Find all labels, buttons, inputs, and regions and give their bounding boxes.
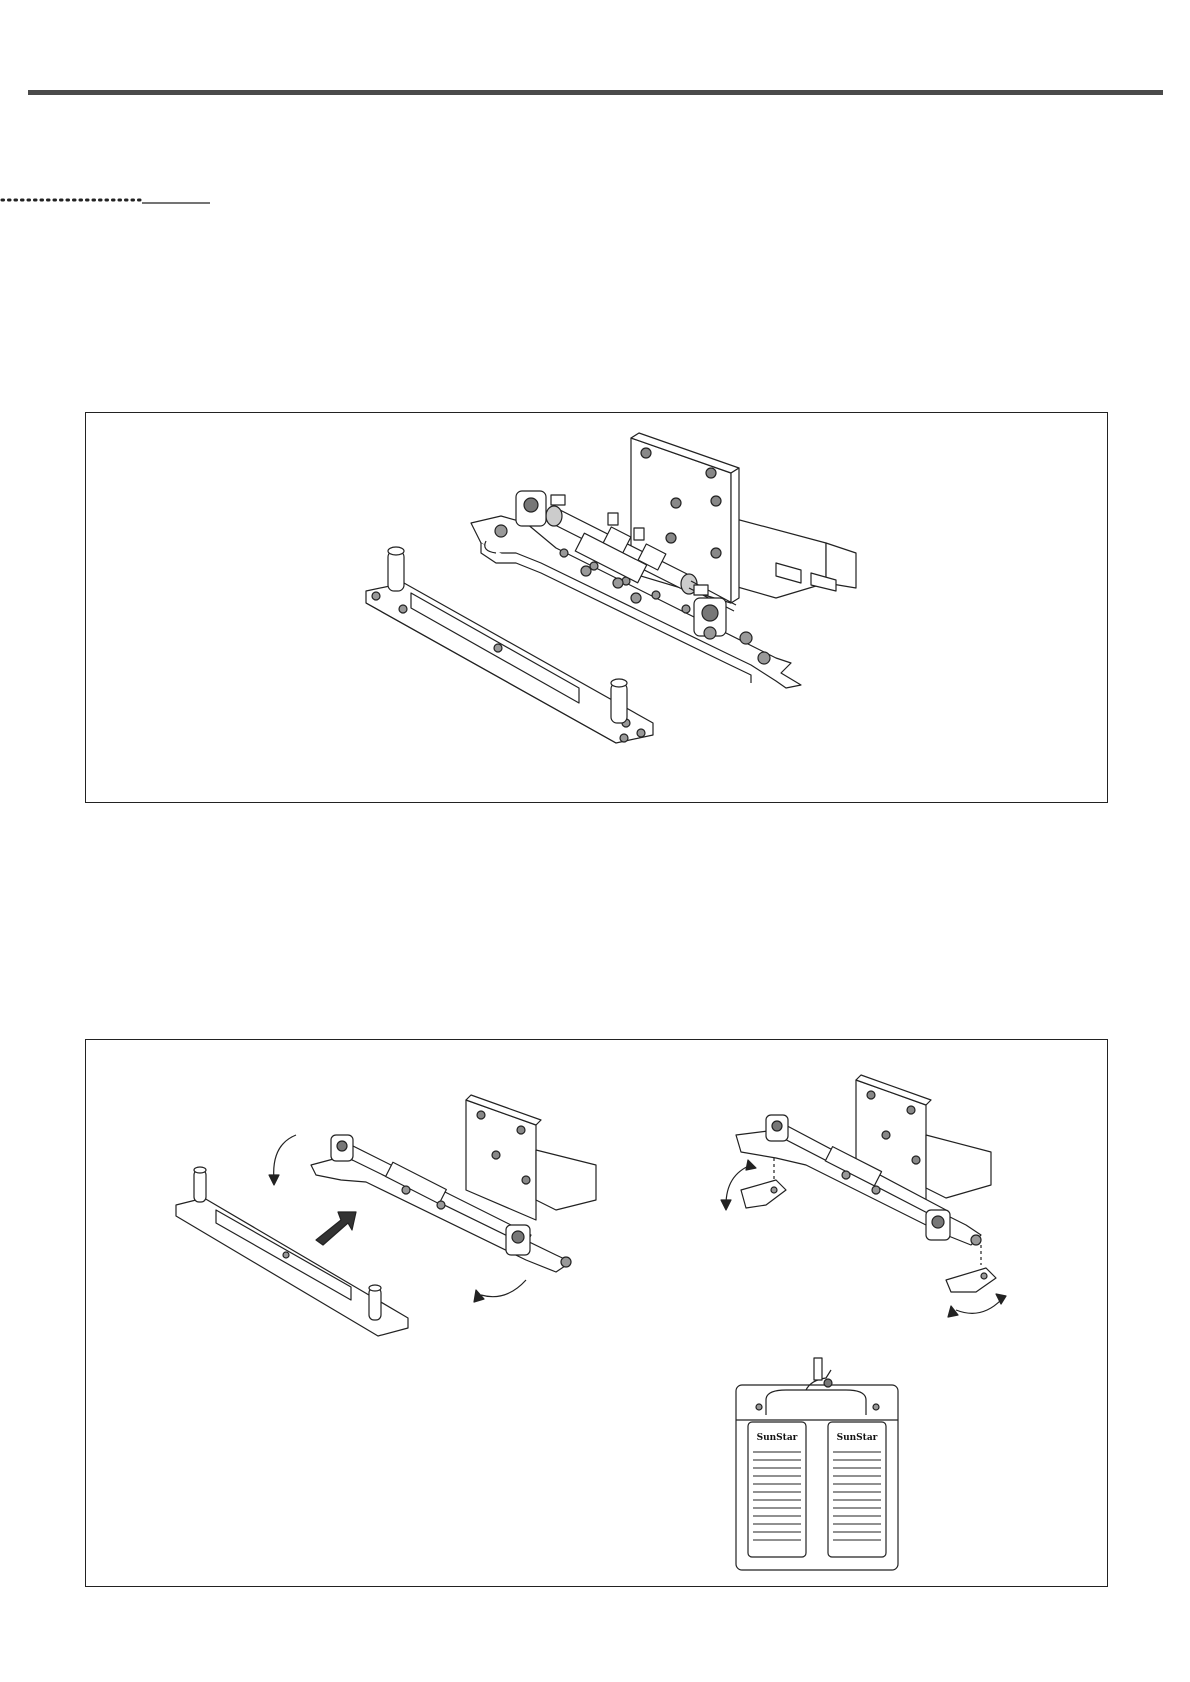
figure-1-frame — [85, 412, 1108, 803]
foot-pedal: SunStar SunStar — [736, 1358, 898, 1570]
figure-2-drawing: SunStar SunStar — [86, 1040, 1109, 1588]
rotate-arrow-icon — [721, 1200, 731, 1210]
header-rule — [28, 90, 1163, 95]
figure-2-frame: SunStar SunStar — [85, 1039, 1108, 1587]
pedal-left-brand-label: SunStar — [757, 1433, 798, 1443]
rotate-arrow-icon — [948, 1306, 958, 1317]
clamp-jaw-detail — [721, 1075, 1006, 1317]
figure-1-drawing — [86, 413, 1109, 804]
rotate-arrow-icon — [269, 1175, 279, 1185]
installation-view — [176, 1095, 596, 1336]
push-arrow-icon — [316, 1212, 356, 1245]
pedal-right-brand-label: SunStar — [837, 1433, 878, 1443]
rotate-arrow-icon — [746, 1160, 756, 1170]
dotted-leader-line — [0, 195, 210, 205]
